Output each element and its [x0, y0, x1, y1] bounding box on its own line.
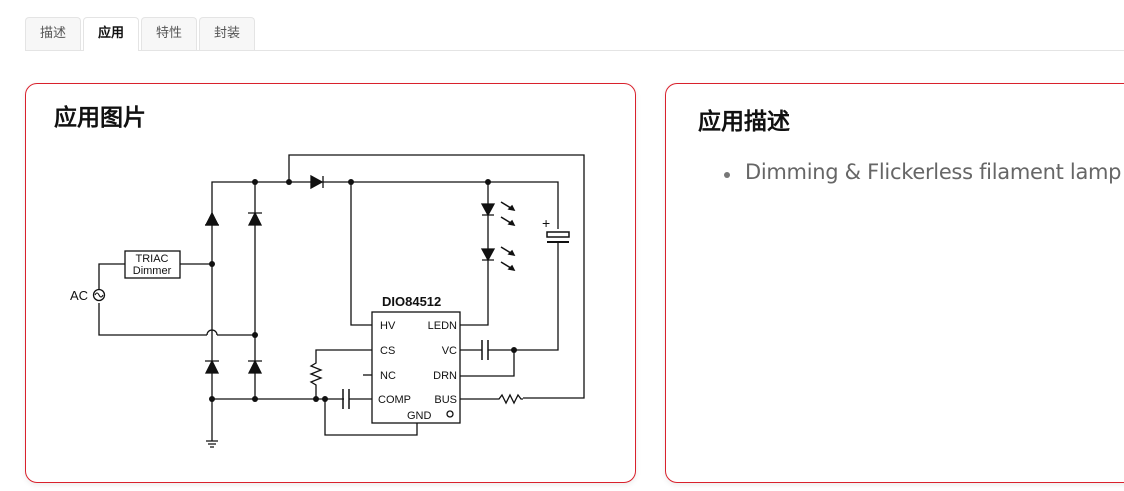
tab-description[interactable]: 描述 [25, 17, 82, 50]
pin-cs: CS [380, 345, 395, 357]
application-description-card: 应用描述 Dimming & Flickerless filament lamp [665, 83, 1124, 483]
pin-drn: DRN [433, 370, 457, 382]
pin-bus: BUS [434, 394, 457, 406]
pin-gnd: GND [407, 410, 432, 422]
cap-polarity-label: + [542, 215, 550, 231]
application-image-title: 应用图片 [54, 105, 146, 131]
pin-comp: COMP [378, 394, 411, 406]
pin-nc: NC [380, 370, 396, 382]
application-description-list: Dimming & Flickerless filament lamp [723, 160, 1122, 184]
application-image-card: 应用图片 [25, 83, 636, 483]
pin-ledn: LEDN [428, 320, 457, 332]
pin-hv: HV [380, 320, 396, 332]
triac-label-line1: TRIAC [136, 253, 169, 265]
tab-features[interactable]: 特性 [141, 17, 198, 50]
tab-package[interactable]: 封装 [199, 17, 256, 50]
chip-name: DIO84512 [382, 294, 441, 309]
tab-application[interactable]: 应用 [83, 17, 140, 51]
application-description-title: 应用描述 [698, 109, 790, 135]
chip-box [371, 311, 461, 424]
application-schematic: TRIAC Dimmer AC + DIO84512 HV CS NC COMP… [70, 154, 585, 448]
triac-label-line2: Dimmer [133, 265, 172, 277]
pin-vc: VC [442, 345, 457, 357]
list-item: Dimming & Flickerless filament lamp [723, 160, 1122, 184]
ac-label: AC [70, 288, 88, 303]
tab-bar: 描述 应用 特性 封装 [25, 17, 1124, 51]
